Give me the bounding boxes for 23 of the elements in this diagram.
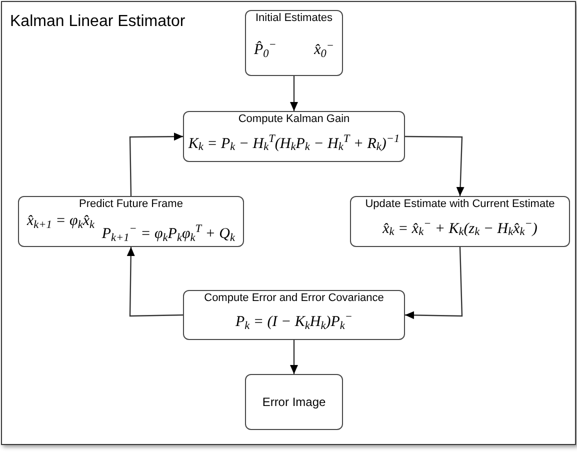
box-heading: Predict Future Frame xyxy=(79,198,183,212)
process-box xyxy=(183,290,405,340)
arrow xyxy=(129,132,183,196)
process-box xyxy=(183,111,405,162)
process-box xyxy=(245,10,343,76)
equation: P$_{k+1}$$^{−}$ = φ$_{k}$P$_{k}$φ$_{k}$$^{T}$ + Q$_{k}$ xyxy=(102,226,235,242)
arrow xyxy=(290,340,298,374)
arrow xyxy=(126,247,184,317)
box-heading: Compute Error and Error Covariance xyxy=(204,292,384,306)
arrow xyxy=(290,76,298,111)
equation: x̂$_{k}$ = x̂$_{k}$$^{−}$ + K$_{k}$(z$_{k}$ − H$_{k}$x̂$_{k}$$^{−}$) xyxy=(382,220,538,238)
arrow xyxy=(404,246,463,320)
box-heading: Update Estimate with Current Estimate xyxy=(365,198,555,212)
equation: K$_{k}$ = P$_{k}$ − H$_{k}$$^{T}$(H$_{k}$P$_{k}$ − H$_{k}$$^{T}$ + R$_{k}$)$^{−1}$ xyxy=(188,134,400,154)
process-box xyxy=(245,374,343,430)
box-heading: Initial Estimates xyxy=(255,12,333,26)
process-box xyxy=(18,196,244,247)
process-box xyxy=(350,196,570,247)
box-heading: Compute Kalman Gain xyxy=(238,113,350,127)
arrow xyxy=(405,136,464,196)
box-label: Error Image xyxy=(262,394,326,410)
diagram-title: Kalman Linear Estimator xyxy=(10,12,186,32)
equation: x̂$_{k+1}$ = φ$_{k}$x̂$_{k}$ xyxy=(27,212,94,230)
